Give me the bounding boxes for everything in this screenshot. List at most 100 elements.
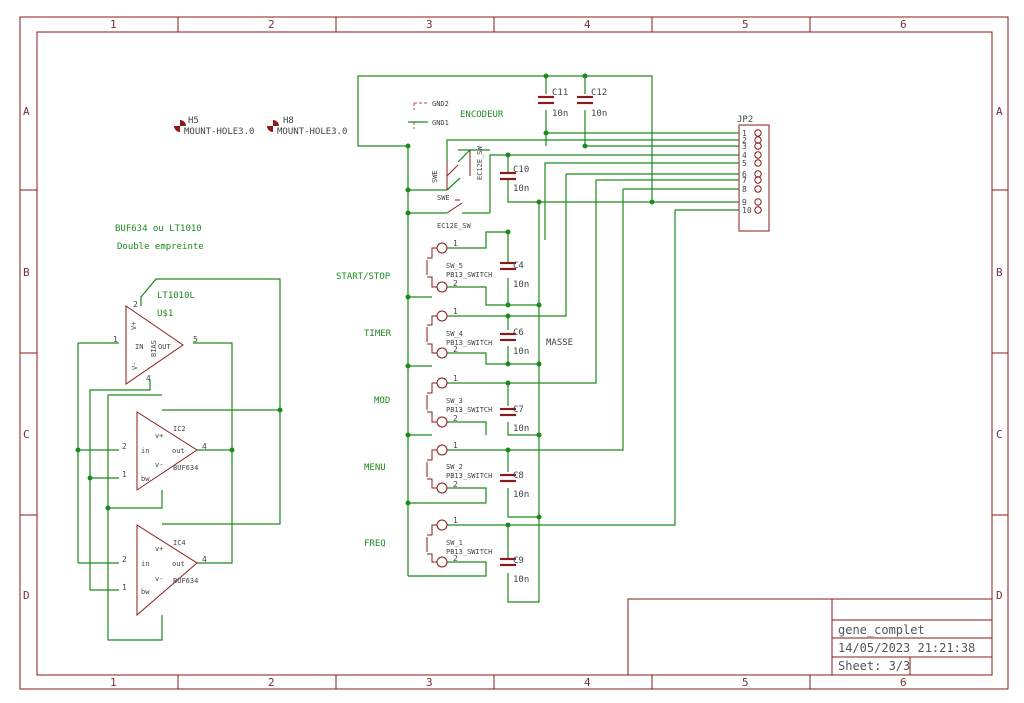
lt1010-value: LT1010L: [157, 291, 195, 301]
pin-number: 1: [122, 470, 127, 479]
switch-sw4: TIMER 1 2 SW_4 PB13_SWITCH C6 10n: [364, 307, 529, 359]
title-block-sheet: Sheet: 3/3: [838, 659, 910, 673]
wiring: [77, 75, 739, 641]
capacitor-c10: C10 10n: [500, 165, 529, 194]
switch-net-label: MOD: [374, 396, 390, 406]
capacitor-value: 10n: [552, 109, 568, 119]
buf634-ic4: IC4 BUF634 in out bw v+ v- 2 1 4: [122, 524, 207, 617]
connector-pin: [754, 206, 762, 214]
capacitor-ref: C6: [513, 328, 524, 338]
encoder-sw-label-2: SWE: [437, 194, 450, 202]
title-block: gene_complet 14/05/2023 21:21:38 Sheet: …: [627, 598, 993, 676]
switch-ref: SW_5: [446, 262, 463, 270]
title-block-datetime: 14/05/2023 21:21:38: [838, 641, 975, 655]
capacitor-ref: C7: [513, 405, 524, 415]
frame-column-labels-top: 1 2 3 4 5 6: [110, 18, 907, 31]
frame-row-label: B: [996, 266, 1003, 279]
capacitor-value: 10n: [513, 575, 529, 585]
frame-col-label: 6: [900, 676, 907, 689]
mount-hole-value: MOUNT-HOLE3.0: [184, 127, 254, 137]
encoder-switch-ref: EC12E_SW: [437, 222, 472, 230]
lt1010-pin-out: OUT: [158, 343, 171, 351]
switch-type: PB13_SWITCH: [446, 548, 492, 556]
lt1010-pin-bias: BIAS: [150, 340, 158, 357]
switch-type: PB13_SWITCH: [446, 271, 492, 279]
frame-row-label: A: [996, 105, 1003, 118]
pin-number: 2: [122, 442, 127, 451]
encoder-sw-label: SWE: [431, 170, 439, 183]
pin-number: 2: [453, 554, 458, 563]
buffer-pin-in: in: [141, 447, 149, 455]
capacitor-ref: C10: [513, 165, 529, 175]
capacitor-ref: C12: [591, 88, 607, 98]
buffer-pin-vp: v+: [155, 432, 163, 440]
pin-number: 1: [453, 441, 458, 450]
frame-row-label: D: [996, 589, 1003, 602]
capacitor-ref: C9: [513, 556, 524, 566]
switch-type: PB13_SWITCH: [446, 339, 492, 347]
connector-pin: [754, 170, 762, 178]
switch-sw5: START/STOP 1 2 SW_5 PB13_SWITCH C4 10n: [336, 239, 529, 293]
connector-pin: [754, 136, 762, 144]
frame-col-label: 3: [426, 676, 433, 689]
encoder-rot-label: EC12E_SW: [476, 145, 484, 180]
connector-pin-number: 3: [742, 142, 747, 151]
connector-pin-number: 10: [742, 206, 752, 215]
pin-number: 1: [453, 307, 458, 316]
pin-number: 4: [202, 555, 207, 564]
switch-net-label: TIMER: [364, 329, 392, 339]
switch-sw3: MOD 1 2 SW_3 PB13_SWITCH C7 10n: [374, 374, 529, 434]
mount-hole-h5: H5 MOUNT-HOLE3.0: [174, 116, 254, 137]
switch-sw1: FREQ 1 2 SW_1 PB13_SWITCH C9 10n: [364, 516, 529, 585]
connector-pin-number: 5: [742, 159, 747, 168]
connector-pin-number: 2: [742, 136, 747, 145]
frame-col-label: 4: [584, 18, 591, 31]
connector-pin-number: 9: [742, 198, 747, 207]
frame-col-label: 4: [584, 676, 591, 689]
pin-number: 2: [453, 414, 458, 423]
pin-number: 2: [453, 279, 458, 288]
connector-pin: [754, 129, 762, 137]
frame-col-label: 6: [900, 18, 907, 31]
pin-number: 2: [122, 555, 127, 564]
connector-pin-number: 1: [742, 129, 747, 138]
buffer-pin-out: out: [172, 560, 185, 568]
lt1010-pin-vplus: V+: [130, 322, 138, 330]
buffer-ref: IC2: [173, 425, 186, 433]
switch-net-label: START/STOP: [336, 272, 391, 282]
pin-number: 2: [453, 480, 458, 489]
pin-number: 5: [193, 335, 198, 344]
switch-ref: SW_1: [446, 539, 463, 547]
gnd1-label: GND1: [432, 119, 449, 127]
frame-col-label: 2: [268, 18, 275, 31]
buffer-pin-vm: v-: [155, 461, 163, 469]
capacitor-c12: C12 10n: [577, 88, 607, 119]
capacitor-c11: C11 10n: [538, 88, 568, 119]
drawing-frame: [19, 16, 1009, 690]
frame-column-labels-bottom: 1 2 3 4 5 6: [110, 676, 907, 689]
switch-ref: SW_4: [446, 330, 463, 338]
pin-number: 4: [146, 374, 151, 383]
frame-row-labels-left: A B C D: [23, 105, 30, 602]
buffer-pin-vp: v+: [155, 545, 163, 553]
pin-number: 1: [453, 239, 458, 248]
connector-pin: [754, 159, 762, 167]
connector-pin: [754, 176, 762, 184]
wire-junctions: [75, 73, 655, 528]
note-masse: MASSE: [546, 338, 573, 348]
ground-zone-marks: GND2 GND1: [413, 100, 449, 129]
buffer-pin-bw: bw: [141, 588, 150, 596]
buffer-pin-vm: v-: [155, 575, 163, 583]
connector-pin: [754, 198, 762, 206]
buffer-pin-bw: bw: [141, 475, 150, 483]
capacitor-value: 10n: [513, 490, 529, 500]
switch-ref: SW_2: [446, 463, 463, 471]
lt1010-buffer: LT1010L U$1 IN OUT BIAS V+ V- 1 5 2 4: [113, 291, 198, 385]
frame-col-label: 5: [742, 676, 749, 689]
capacitor-ref: C11: [552, 88, 568, 98]
capacitor-value: 10n: [513, 424, 529, 434]
buffer-pin-out: out: [172, 447, 185, 455]
gnd2-label: GND2: [432, 100, 449, 108]
